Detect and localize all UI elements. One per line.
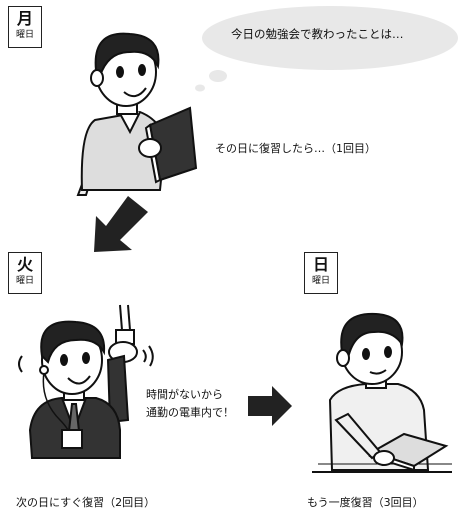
- sunday-man-desk-figure: [312, 312, 452, 473]
- caption-third-review: もう一度復習（3回目）: [307, 496, 424, 509]
- day-label-sunday: 日 曜日: [304, 252, 338, 294]
- speech-line-2: 通勤の電車内で！: [146, 406, 234, 419]
- day-kanji: 日: [312, 255, 329, 274]
- day-label-tuesday: 火 曜日: [8, 252, 42, 294]
- day-sub: 曜日: [311, 276, 330, 286]
- day-sub: 曜日: [15, 30, 34, 40]
- day-sub: 曜日: [15, 276, 34, 286]
- tuesday-man-commuting-figure: [18, 304, 154, 459]
- thought-bubble-text: 今日の勉強会で教わったことは…: [231, 27, 404, 41]
- day-label-monday: 月 曜日: [8, 6, 42, 48]
- monday-man-reading-figure: [76, 32, 198, 196]
- speech-line-1: 時間がないから: [146, 388, 223, 401]
- arrow-down-left-icon: [94, 196, 148, 252]
- thought-bubble: [195, 6, 458, 92]
- caption-second-review: 次の日にすぐ復習（2回目）: [16, 496, 156, 509]
- arrow-right-icon: [248, 386, 292, 426]
- day-kanji: 月: [16, 9, 33, 28]
- caption-first-review: その日に復習したら…（1回目）: [215, 142, 376, 155]
- day-kanji: 火: [16, 255, 33, 274]
